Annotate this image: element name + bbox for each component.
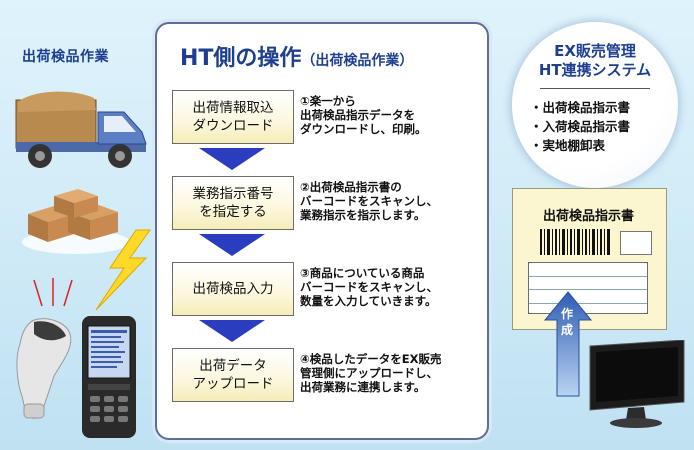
step-1-description: ①楽一から 出荷検品指示データを ダウンロードし、印刷。 [300,94,427,136]
monitor-icon [589,340,685,428]
barcode-icon [540,229,610,255]
boxes-icon [22,189,130,254]
system-items: ・出荷検品指示書 ・入荷検品指示書 ・実地棚卸表 [530,98,630,155]
scan-signal-icon [33,278,73,307]
step-3-description: ③商品についている商品 バーコードをスキャンし、 数量を入力していきます。 [300,266,438,308]
panel-title-main: HT側の操作 [180,46,302,71]
system-item: ・出荷検品指示書 [530,100,631,115]
step-4-description: ④検品したデータをEX販売 管理側にアップロードし、 出荷業務に連携します。 [300,352,442,394]
panel-title: HT側の操作（出荷検品作業） [180,40,413,72]
divider [540,88,650,89]
panel-subtitle: （出荷検品作業） [301,53,414,69]
system-item: ・入荷検品指示書 [530,119,631,134]
create-arrow-icon [543,291,593,397]
truck-icon [15,91,147,168]
down-arrow-icon [199,148,265,170]
create-label: 作 成 [560,307,573,337]
down-arrow-icon [199,320,265,342]
barcode-scanner-icon [16,318,72,419]
document-title: 出荷検品指示書 [542,209,634,224]
step-1-box: 出荷情報取込 ダウンロード [172,90,294,144]
system-title: EX販売管理 HT連携システム [538,42,652,79]
down-arrow-icon [199,234,265,256]
document-table [528,262,648,314]
left-title: 出荷検品作業 [22,49,109,65]
lightning-icon [95,229,151,311]
document-stamp-box [620,231,652,255]
system-circle [512,22,678,188]
system-item: ・実地棚卸表 [530,138,606,153]
step-3-box: 出荷検品入力 [172,262,294,316]
handheld-terminal-icon [82,316,136,438]
step-4-box: 出荷データ アップロード [172,348,294,402]
step-2-box: 業務指示番号 を指定する [172,176,294,230]
step-2-description: ②出荷検品指示書の バーコードをスキャンし、 業務指示を指示します。 [300,180,438,222]
